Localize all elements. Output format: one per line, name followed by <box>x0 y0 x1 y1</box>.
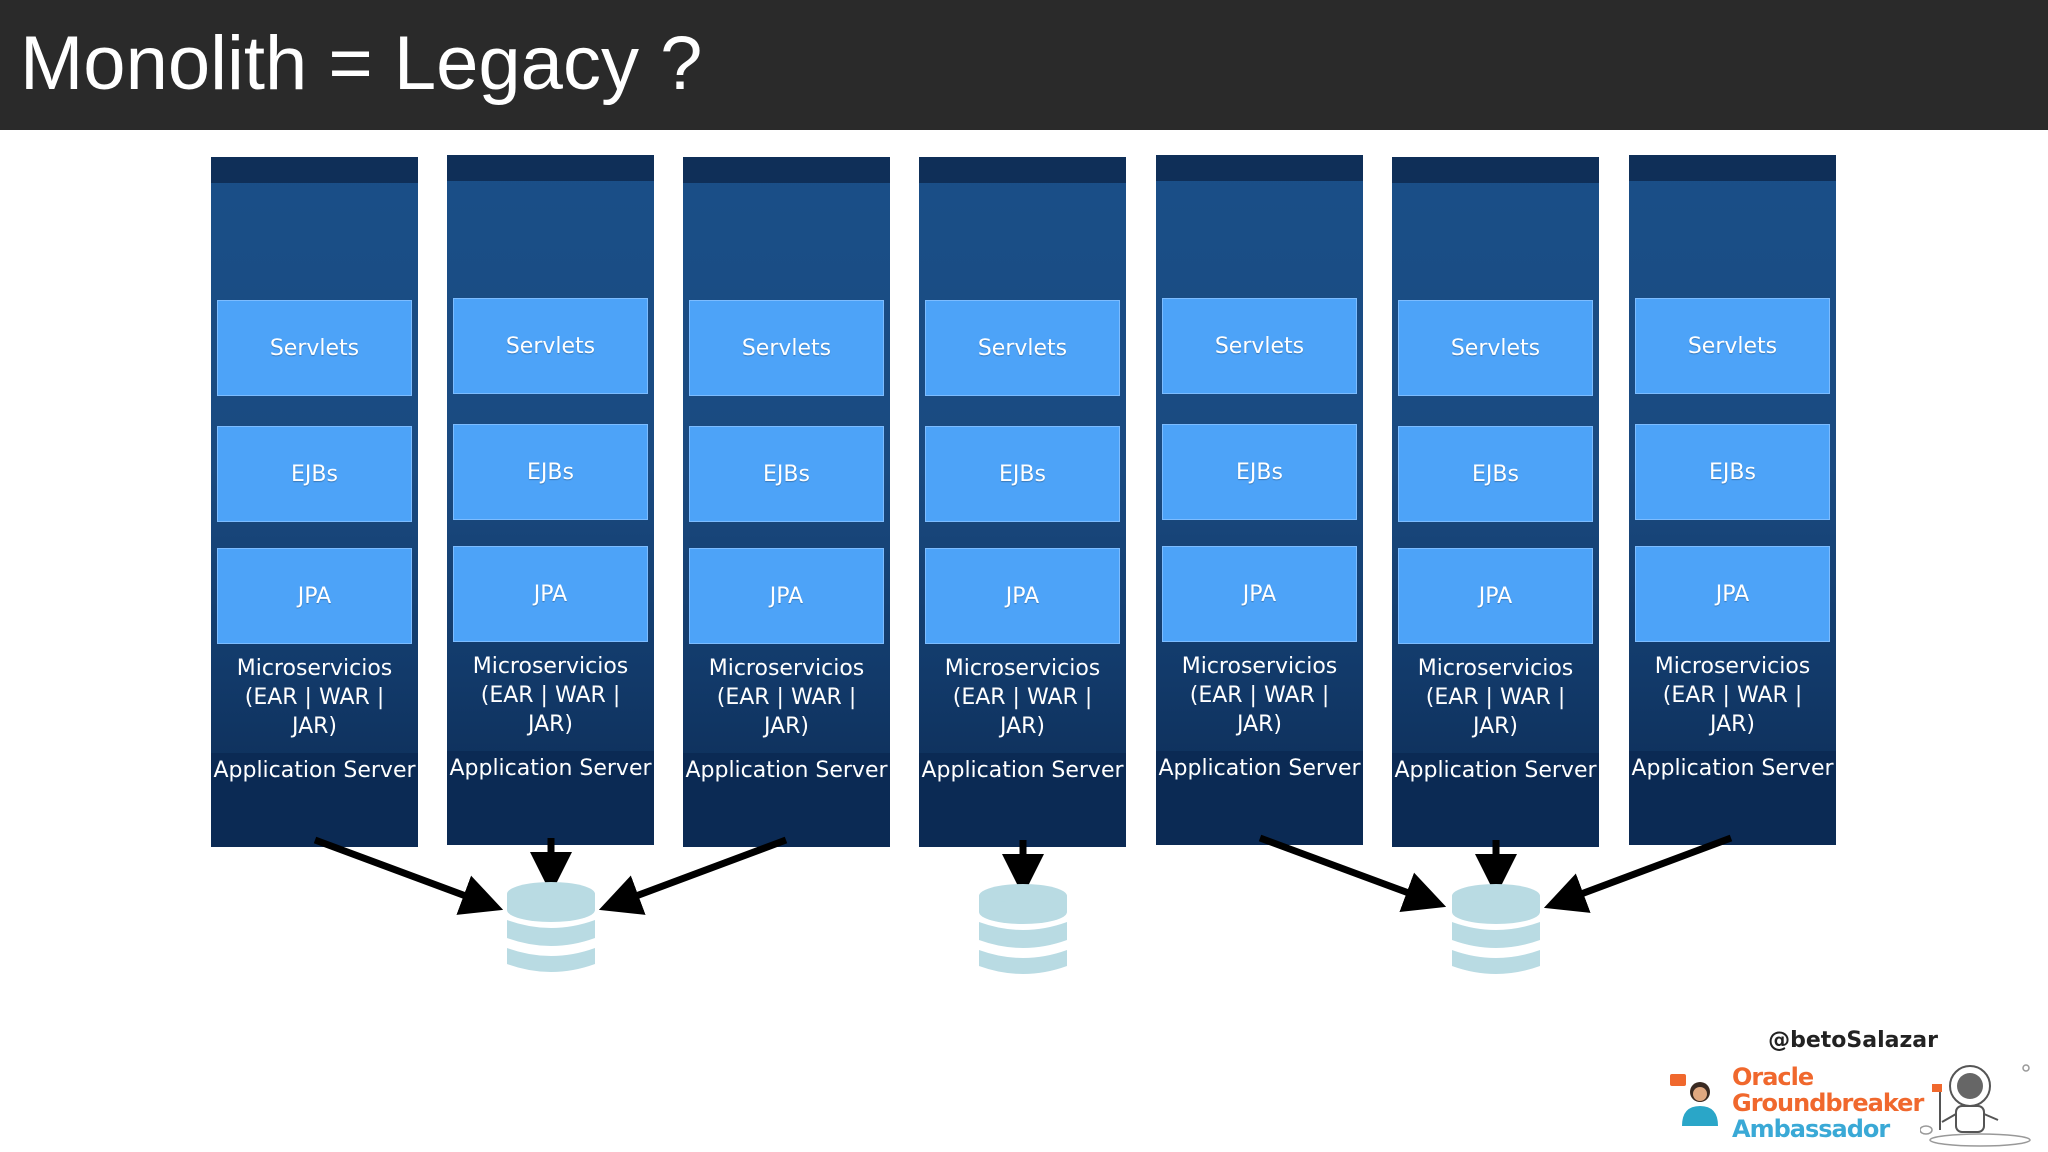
author-handle: @betoSalazar <box>1768 1028 1938 1053</box>
ejbs-layer: EJBs <box>925 426 1120 522</box>
database-icon <box>979 884 1067 974</box>
ejbs-layer: EJBs <box>453 424 648 520</box>
slide-title: Monolith = Legacy ? <box>20 21 703 106</box>
servlets-layer: Servlets <box>689 300 884 396</box>
app-server-column-7: Servlets EJBs JPA Microservicios (EAR | … <box>1629 155 1836 845</box>
servlets-layer: Servlets <box>1635 298 1830 394</box>
arrow-col3-to-db1 <box>598 836 788 915</box>
ejbs-layer: EJBs <box>1162 424 1357 520</box>
astronaut-icon <box>1920 1064 2031 1147</box>
microservices-label: Microservicios (EAR | WAR | JAR) <box>1654 654 1811 737</box>
servlets-layer: Servlets <box>1398 300 1593 396</box>
ejbs-layer: EJBs <box>1635 424 1830 520</box>
ambassador-title: Oracle Groundbreaker Ambassador <box>1732 1063 1924 1143</box>
microservices-label: Microservicios (EAR | WAR | JAR) <box>708 656 865 739</box>
database-icon <box>507 882 595 972</box>
ejbs-layer: EJBs <box>217 426 412 522</box>
application-server-label: Application Server <box>1631 756 1834 781</box>
jpa-layer: JPA <box>217 548 412 644</box>
jpa-layer: JPA <box>689 548 884 644</box>
ejbs-layer: EJBs <box>1398 426 1593 522</box>
servlets-layer: Servlets <box>217 300 412 396</box>
jpa-layer: JPA <box>453 546 648 642</box>
jpa-layer: JPA <box>1398 548 1593 644</box>
app-server-column-4: Servlets EJBs JPA Microservicios (EAR | … <box>919 157 1126 847</box>
jpa-layer: JPA <box>1162 546 1357 642</box>
app-server-column-5: Servlets EJBs JPA Microservicios (EAR | … <box>1156 155 1363 845</box>
microservices-label: Microservicios (EAR | WAR | JAR) <box>472 654 629 737</box>
servlets-layer: Servlets <box>453 298 648 394</box>
application-server-label: Application Server <box>1158 756 1361 781</box>
app-server-column-6: Servlets EJBs JPA Microservicios (EAR | … <box>1392 157 1599 847</box>
application-server-label: Application Server <box>449 756 652 781</box>
application-server-label: Application Server <box>921 758 1124 783</box>
ambassador-badge: Oracle Groundbreaker Ambassador <box>1664 1060 2048 1152</box>
application-server-label: Application Server <box>213 758 416 783</box>
app-server-column-3: Servlets EJBs JPA Microservicios (EAR | … <box>683 157 890 847</box>
application-server-label: Application Server <box>685 758 888 783</box>
servlets-layer: Servlets <box>1162 298 1357 394</box>
database-icon <box>1452 884 1540 974</box>
arrow-col7-to-db3 <box>1543 834 1733 913</box>
microservices-label: Microservicios (EAR | WAR | JAR) <box>236 656 393 739</box>
title-bar: Monolith = Legacy ? <box>0 0 2048 130</box>
arrow-col1-to-db1 <box>313 836 504 915</box>
app-server-column-2: Servlets EJBs JPA Microservicios (EAR | … <box>447 155 654 845</box>
jpa-layer: JPA <box>1635 546 1830 642</box>
application-server-label: Application Server <box>1394 758 1597 783</box>
microservices-label: Microservicios (EAR | WAR | JAR) <box>944 656 1101 739</box>
servlets-layer: Servlets <box>925 300 1120 396</box>
app-server-column-1: Servlets EJBs JPA Microservicios (EAR | … <box>211 157 418 847</box>
ambassador-avatar-icon <box>1670 1074 1718 1126</box>
arrow-col5-to-db3 <box>1258 834 1447 912</box>
microservices-label: Microservicios (EAR | WAR | JAR) <box>1181 654 1338 737</box>
jpa-layer: JPA <box>925 548 1120 644</box>
microservices-label: Microservicios (EAR | WAR | JAR) <box>1417 656 1574 739</box>
ejbs-layer: EJBs <box>689 426 884 522</box>
